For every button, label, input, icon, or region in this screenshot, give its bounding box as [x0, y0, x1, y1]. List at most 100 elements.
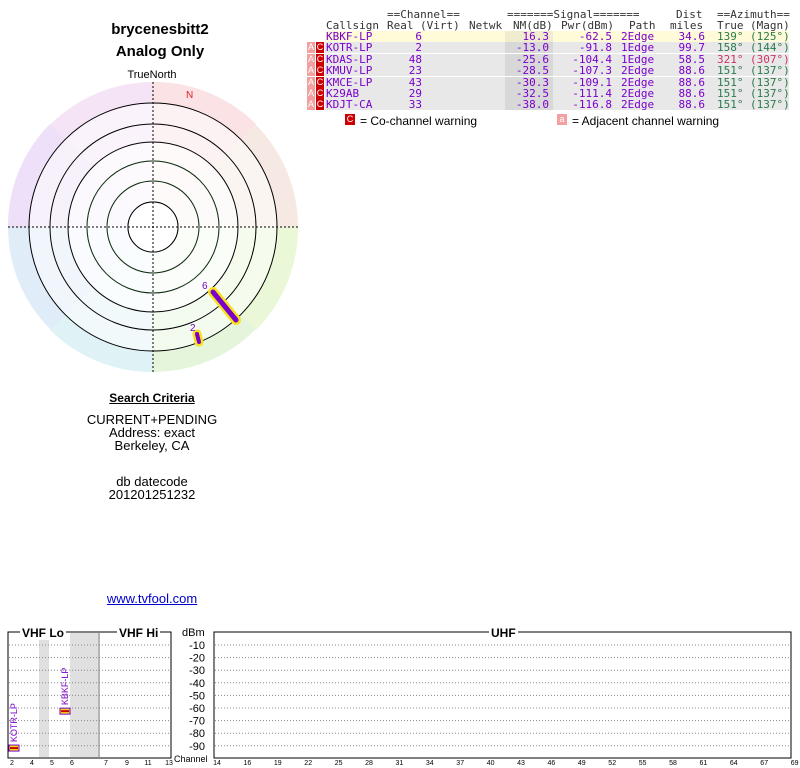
col-virt: (Virt): [420, 19, 460, 32]
uhf-channel-tick: 31: [396, 760, 404, 767]
uhf-channel-tick: 34: [426, 760, 434, 767]
radar-svg: N 6 2: [7, 81, 299, 373]
dbm-tick-label: -40: [189, 678, 205, 690]
cell-miles: 34.6: [678, 30, 706, 43]
vhf-lo-channel-tick: 2: [10, 760, 14, 767]
true-north-label: TrueNorth: [127, 69, 177, 81]
cell-miles: 99.7: [678, 41, 706, 55]
cell-magn: (137°): [750, 98, 790, 112]
criteria-block: CURRENT+PENDING Address: exact Berkeley,…: [50, 413, 254, 452]
cell-nm: 16.3: [522, 30, 550, 43]
cell-nm: -32.5: [515, 87, 549, 100]
adjacent-channel-warning: A: [307, 65, 315, 77]
cell-path: 2Edge: [621, 64, 655, 78]
dist-group-header: Dist: [676, 8, 703, 21]
cell-nm: -38.0: [515, 98, 549, 112]
vhf-hi-channel-tick: 7: [104, 760, 108, 767]
adjacent-channel-warning: A: [307, 42, 315, 54]
vhf-hi-channel-tick: 13: [165, 760, 173, 767]
col-path: Path: [629, 19, 656, 32]
uhf-channel-tick: 43: [517, 760, 525, 767]
azimuth-group-header: ==Azimuth==: [717, 8, 790, 21]
co-channel-warning: C: [316, 53, 324, 65]
uhf-channel-tick: 69: [791, 760, 799, 767]
cell-pwr: -109.1: [572, 75, 612, 89]
uhf-channel-tick: 22: [304, 760, 312, 767]
cell-miles: 88.6: [678, 87, 706, 100]
vhf-lo-channel-tick: 6: [70, 760, 74, 767]
criteria-line: Berkeley, CA: [114, 438, 190, 453]
cell-callsign: KMUV-LP: [326, 64, 373, 78]
uhf-channel-tick: 40: [487, 760, 495, 767]
cell-pwr: -104.4: [572, 52, 612, 66]
adjacent-channel-warning: A: [307, 53, 315, 65]
adjacent-channel-warning: A: [307, 99, 315, 111]
uhf-channel-tick: 25: [335, 760, 343, 767]
dbm-axis-label: dBm: [182, 627, 205, 639]
co-channel-legend-text: = Co-channel warning: [360, 114, 478, 128]
cell-real: 33: [408, 98, 422, 112]
station-marker-label: KOTR-LP: [9, 703, 19, 742]
co-channel-warning: C: [316, 76, 324, 88]
uhf-channel-tick: 46: [548, 760, 556, 767]
cell-path: 2Edge: [621, 75, 655, 89]
uhf-channel-tick: 19: [274, 760, 282, 767]
cell-callsign: KDJT-CA: [326, 98, 373, 112]
col-miles: miles: [670, 19, 704, 32]
cell-nm: -30.3: [515, 75, 549, 89]
vhf-lo-channel-tick: 4: [30, 760, 34, 767]
uhf-channel-tick: 28: [365, 760, 373, 767]
dbm-tick-label: -90: [189, 741, 205, 753]
cell-real: 23: [408, 64, 422, 78]
cell-nm: -28.5: [515, 64, 549, 78]
col-pwr: Pwr(dBm): [561, 19, 614, 32]
cell-path: 2Edge: [621, 30, 655, 43]
location-name: brycenesbitt2: [111, 21, 209, 38]
dbm-tick-label: -10: [189, 640, 205, 652]
dbm-tick-label: -30: [189, 665, 205, 677]
uhf-channel-tick: 52: [608, 760, 616, 767]
dbm-tick-label: -80: [189, 728, 205, 740]
cell-callsign: KMCE-LP: [326, 75, 373, 89]
station-label-2: 2: [190, 323, 196, 334]
cell-true-az: 151°: [717, 87, 744, 100]
station-marker-core: [10, 747, 18, 750]
uhf-channel-tick: 14: [213, 760, 221, 767]
uhf-channel-tick: 16: [244, 760, 252, 767]
cell-miles: 88.6: [678, 98, 706, 112]
radar-ring: [86, 160, 220, 294]
uhf-channel-tick: 67: [760, 760, 768, 767]
mode-label: Analog Only: [115, 43, 205, 60]
dbm-tick-label: -70: [189, 716, 205, 728]
station-marker-label: KBKF-LP: [60, 668, 70, 706]
cell-callsign: KOTR-LP: [326, 41, 373, 55]
uhf-channel-tick: 58: [669, 760, 677, 767]
cell-magn: (137°): [750, 87, 790, 100]
cell-magn: (125°): [750, 30, 790, 43]
cell-nm: -13.0: [515, 41, 549, 55]
tvfool-link[interactable]: www.tvfool.com: [106, 591, 198, 606]
cell-pwr: -91.8: [578, 41, 612, 55]
adjacent-channel-warning: A: [307, 88, 315, 99]
channel-axis-label: Channel: [174, 754, 208, 764]
col-netwk: Netwk: [469, 19, 503, 32]
vhf-lo-label: VHF Lo: [20, 626, 66, 640]
cell-miles: 88.6: [678, 64, 706, 78]
cell-path: 1Edge: [621, 52, 655, 66]
dbm-tick-label: -50: [189, 690, 205, 702]
cell-pwr: -111.4: [572, 87, 612, 100]
north-marker: N: [186, 90, 193, 101]
cell-miles: 58.5: [678, 52, 706, 66]
cell-true-az: 321°: [717, 52, 744, 66]
dbm-tick-label: -60: [189, 703, 205, 715]
co-channel-warning: C: [316, 42, 324, 54]
